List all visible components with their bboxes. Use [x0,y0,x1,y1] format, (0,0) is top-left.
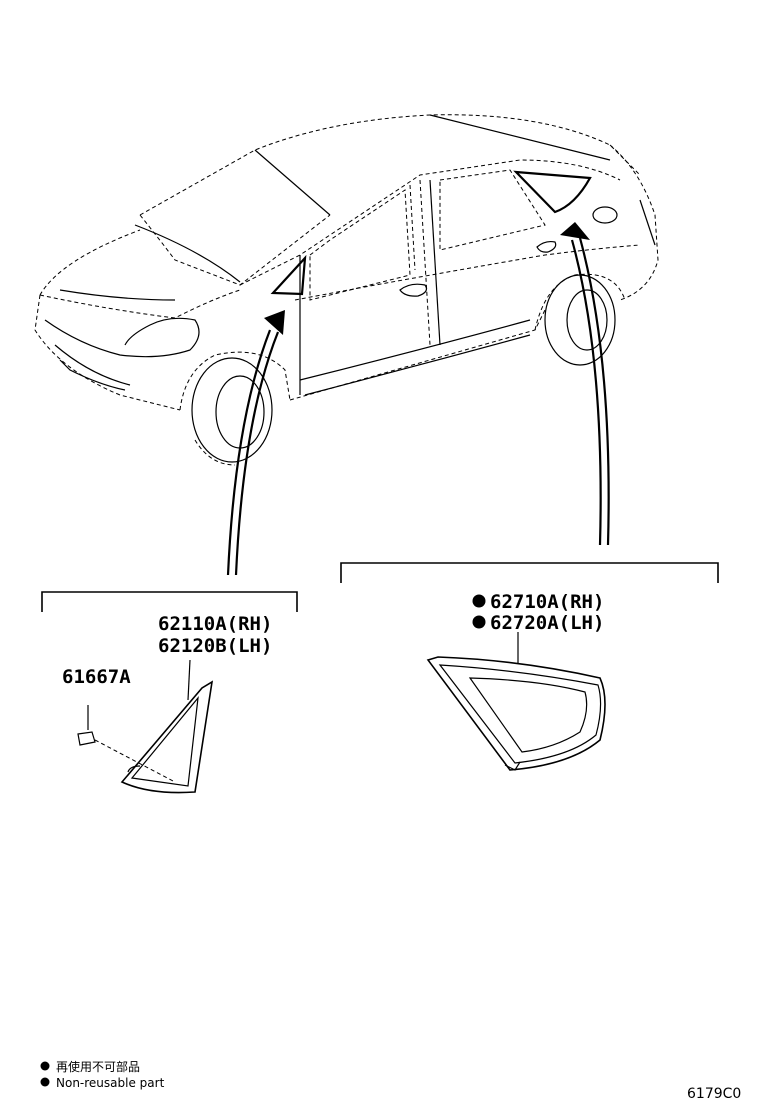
rear-glass-rh-label: 62710A(RH) [490,591,604,613]
rear-glass-lh-label: 62720A(LH) [490,612,604,634]
legend: 再使用不可部品 Non-reusable part [40,1059,165,1090]
car-illustration [34,114,659,466]
legend-bullet-icon [40,1077,50,1087]
front-bracket [41,591,298,612]
legend-english: Non-reusable part [56,1076,165,1090]
legend-bullet-icon [40,1061,50,1071]
clip-label: 61667A [62,666,131,688]
clip-part [77,705,176,783]
front-arrow [226,310,285,576]
diagram-code: 6179C0 [687,1086,741,1102]
non-reusable-bullet-icon [472,594,486,608]
front-quarter-glass-part [120,659,214,794]
legend-japanese: 再使用不可部品 [56,1059,140,1074]
rear-bracket [340,562,719,583]
front-glass-rh-label: 62110A(RH) [158,613,272,635]
non-reusable-bullet-icon [472,615,486,629]
rear-quarter-glass-part [426,632,606,771]
front-glass-lh-label: 62120B(LH) [158,635,272,657]
rear-arrow [560,222,610,546]
